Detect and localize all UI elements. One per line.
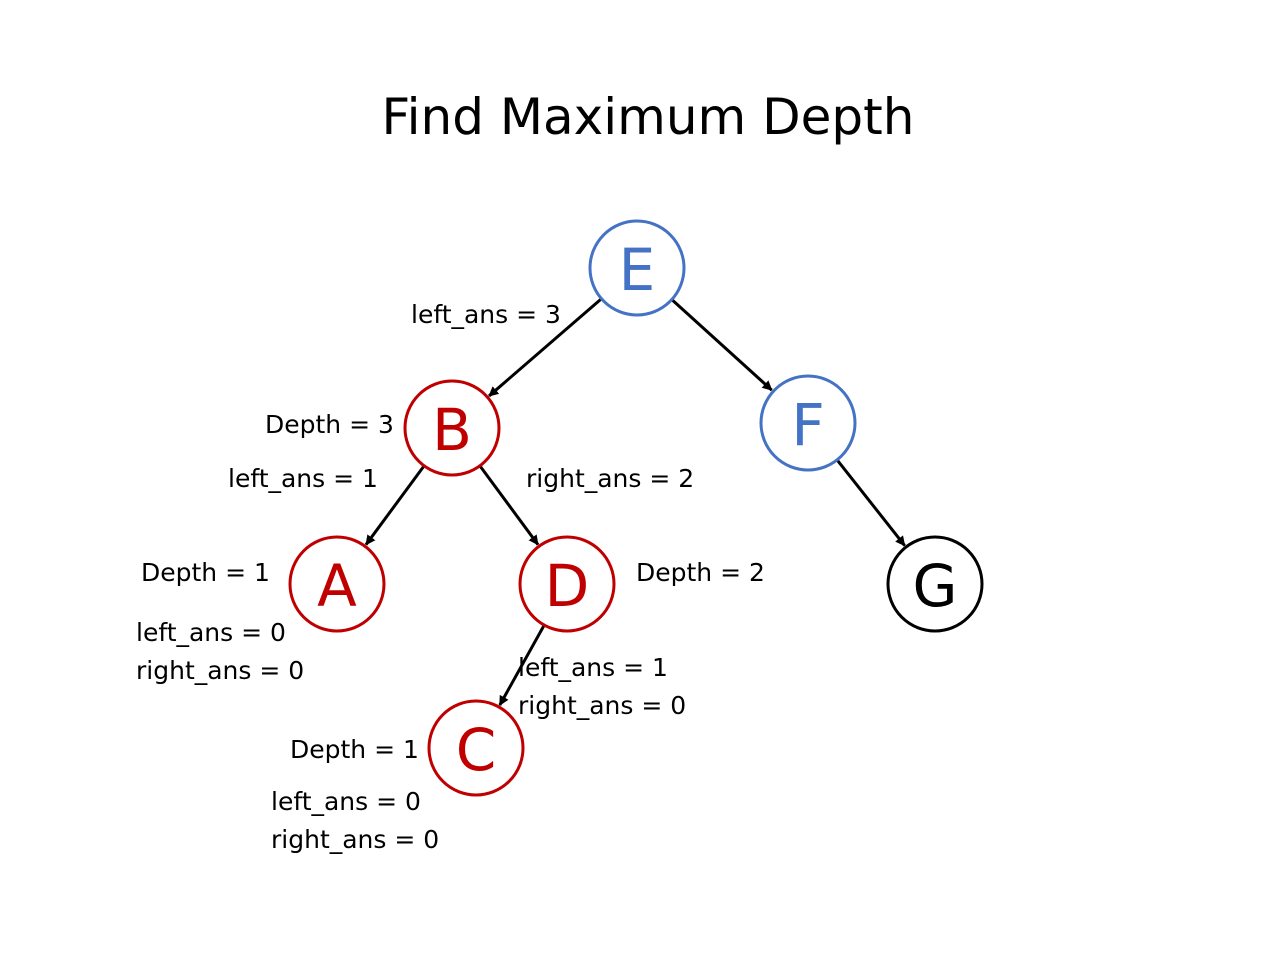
c-depth-label: Depth = 1 (290, 735, 419, 764)
node-c: C (427, 699, 525, 797)
a-right-ans-label: right_ans = 0 (136, 656, 304, 685)
b-depth-label: Depth = 3 (265, 410, 394, 439)
node-e-label: E (619, 236, 656, 304)
c-left-ans-label: left_ans = 0 (271, 787, 421, 816)
edge-b-d (479, 465, 540, 546)
a-left-ans-label: left_ans = 0 (136, 618, 286, 647)
d-left-ans-label: left_ans = 1 (518, 653, 668, 682)
edge-d-c (498, 625, 546, 707)
node-f-label: F (791, 391, 824, 459)
e-left-ans-label: left_ans = 3 (411, 300, 561, 329)
node-a-label: A (317, 552, 357, 620)
edges-layer (364, 298, 906, 707)
edge-e-f (671, 299, 773, 392)
node-b: B (403, 379, 501, 477)
c-right-ans-label: right_ans = 0 (271, 825, 439, 854)
node-d: D (518, 535, 616, 633)
a-depth-label: Depth = 1 (141, 558, 270, 587)
node-a: A (288, 535, 386, 633)
b-right-ans-label: right_ans = 2 (526, 464, 694, 493)
d-right-ans-label: right_ans = 0 (518, 691, 686, 720)
edge-e-b (488, 298, 602, 398)
page-title: Find Maximum Depth (381, 88, 915, 146)
b-left-ans-label: left_ans = 1 (228, 464, 378, 493)
node-c-label: C (456, 716, 497, 784)
node-e: E (588, 219, 686, 317)
node-b-label: B (432, 396, 472, 464)
node-f: F (759, 374, 857, 472)
edge-b-a (364, 465, 425, 546)
edge-f-g (836, 459, 906, 547)
node-g: G (886, 535, 984, 633)
node-g-label: G (913, 552, 958, 620)
node-d-label: D (545, 552, 590, 620)
d-depth-label: Depth = 2 (636, 558, 765, 587)
